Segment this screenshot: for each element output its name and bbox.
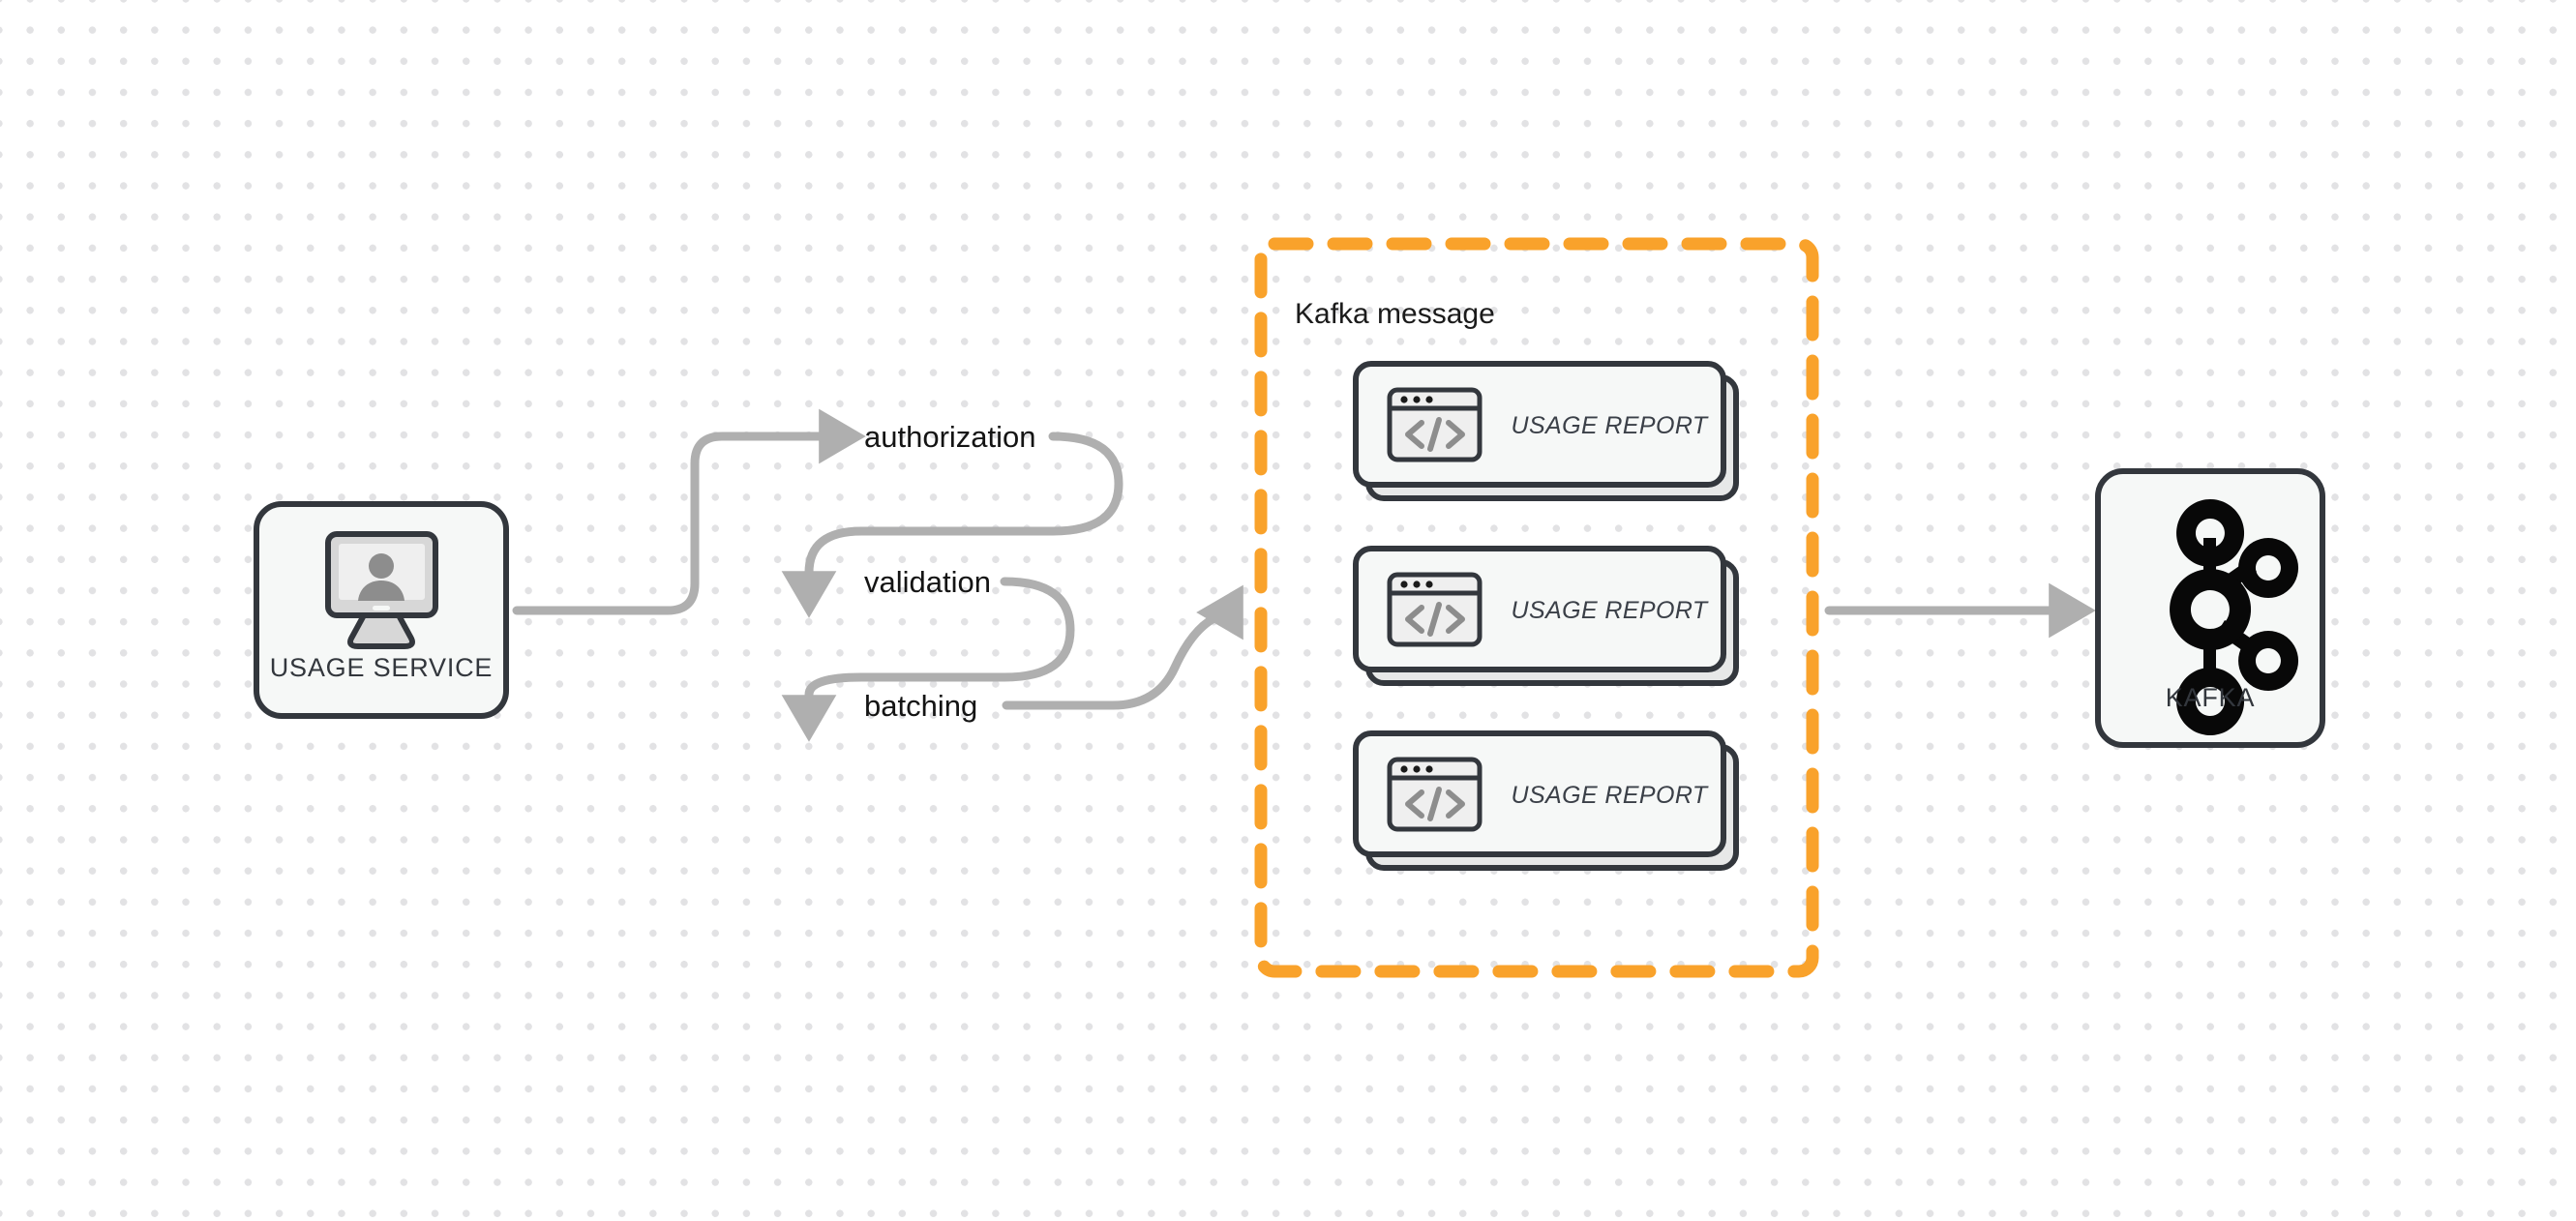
node-kafka[interactable]: KAFKA [2095, 468, 2325, 748]
node-usage-service[interactable]: USAGE SERVICE [254, 501, 509, 719]
flow-label-authorization: authorization [864, 420, 1036, 454]
card-label: USAGE REPORT [1512, 412, 1709, 439]
connector-authorization-to-validation [781, 432, 1123, 618]
kafka-message-group[interactable]: Kafka message USAGE REPORT [1254, 237, 1819, 978]
card-label: USAGE REPORT [1512, 782, 1709, 809]
connector-layer [512, 408, 2096, 742]
code-window-icon [1387, 757, 1483, 832]
usage-service-label: USAGE SERVICE [270, 653, 493, 682]
flow-label-batching: batching [864, 689, 977, 723]
monitor-user-icon [325, 531, 438, 649]
connector-validation-to-batching [781, 577, 1075, 742]
card-label: USAGE REPORT [1512, 597, 1709, 624]
code-window-icon [1387, 387, 1483, 462]
code-window-icon [1387, 572, 1483, 647]
card-usage-report-2[interactable]: USAGE REPORT [1353, 546, 1739, 686]
card-usage-report-1[interactable]: USAGE REPORT [1353, 361, 1739, 501]
card-usage-report-3[interactable]: USAGE REPORT [1353, 730, 1739, 871]
flow-label-validation: validation [864, 565, 991, 599]
kafka-logo-icon [2170, 499, 2299, 735]
kafka-message-dashed-border [1254, 237, 1819, 978]
connector-batching-to-kafka-message [1002, 584, 1243, 710]
kafka-message-title: Kafka message [1295, 298, 1495, 330]
kafka-label: KAFKA [2166, 683, 2256, 712]
connector-service-to-authorization [512, 408, 866, 615]
